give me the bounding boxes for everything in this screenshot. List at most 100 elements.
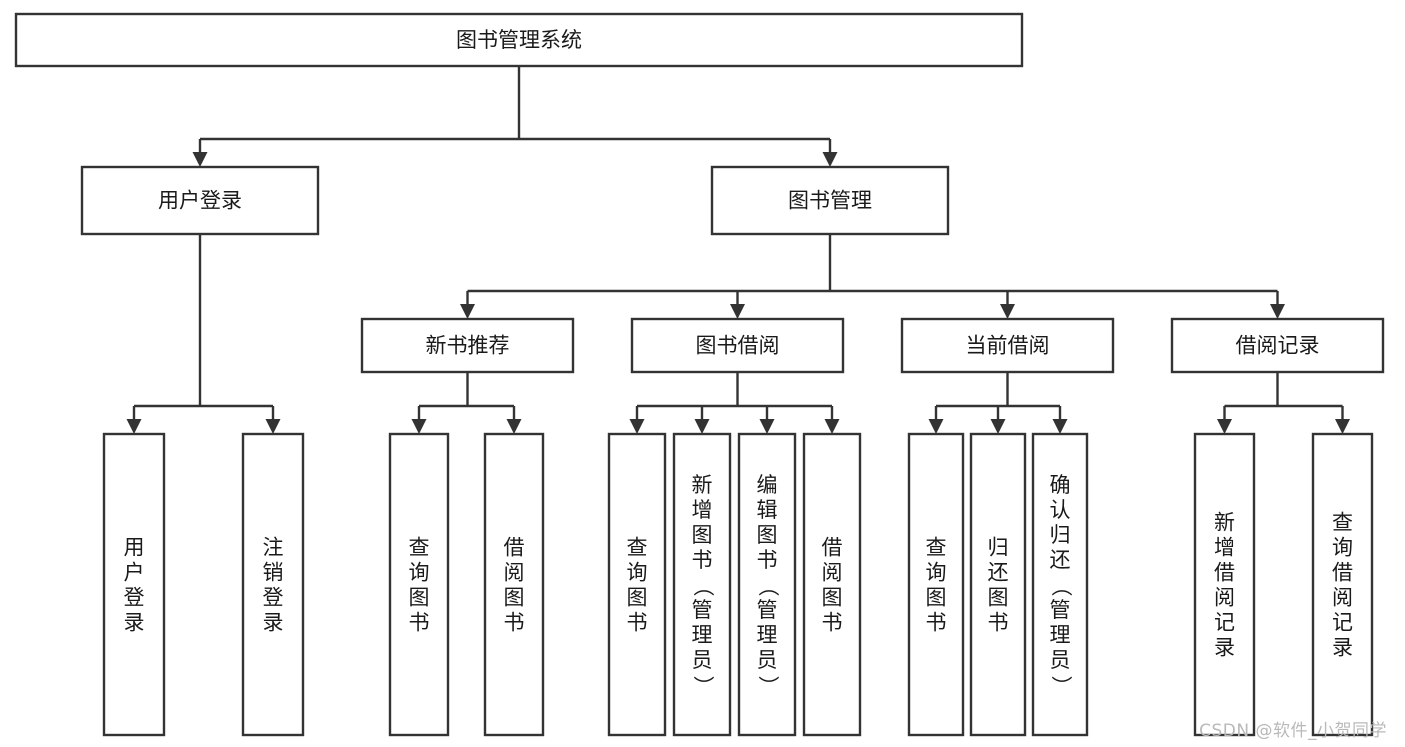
arrow-head-icon bbox=[1217, 419, 1232, 434]
svg-text:阅: 阅 bbox=[1214, 586, 1235, 610]
node-new-book-recommend[interactable]: 新书推荐 bbox=[360, 317, 575, 374]
arrow-head-icon bbox=[822, 152, 838, 167]
svg-text:借: 借 bbox=[504, 536, 525, 560]
svg-text:管: 管 bbox=[1050, 598, 1071, 622]
connectors-layer bbox=[126, 66, 1350, 434]
node-book-manage[interactable]: 图书管理 bbox=[710, 165, 950, 236]
svg-text:记: 记 bbox=[1332, 611, 1353, 635]
svg-text:阅: 阅 bbox=[822, 561, 843, 585]
svg-text:编: 编 bbox=[757, 473, 778, 497]
arrow-head-icon bbox=[126, 419, 142, 434]
svg-text:图: 图 bbox=[627, 586, 648, 610]
arrow-head-icon bbox=[928, 419, 944, 434]
svg-text:图: 图 bbox=[692, 523, 713, 547]
svg-text:询: 询 bbox=[627, 561, 648, 585]
svg-text:书: 书 bbox=[692, 548, 713, 572]
arrow-head-icon bbox=[192, 152, 208, 167]
node-box-borrow-record bbox=[1170, 317, 1385, 374]
node-box-current-borrow bbox=[900, 317, 1115, 374]
svg-text:询: 询 bbox=[926, 561, 947, 585]
arrow-head-icon bbox=[629, 419, 645, 434]
node-box-leaf-cb-return-book bbox=[969, 432, 1027, 737]
svg-text:书: 书 bbox=[504, 611, 525, 635]
arrow-head-icon bbox=[1270, 304, 1285, 319]
svg-text:还: 还 bbox=[988, 561, 1009, 585]
node-box-leaf-rec-borrow-book bbox=[483, 432, 545, 737]
arrow-head-icon bbox=[759, 419, 775, 434]
svg-text:增: 增 bbox=[692, 498, 713, 522]
svg-text:借: 借 bbox=[1214, 561, 1235, 585]
node-box-leaf-cb-query-book bbox=[907, 432, 965, 737]
svg-text:录: 录 bbox=[1332, 636, 1353, 660]
node-current-borrow[interactable]: 当前借阅 bbox=[900, 317, 1115, 374]
svg-text:记: 记 bbox=[1214, 611, 1235, 635]
svg-text:书: 书 bbox=[627, 611, 648, 635]
node-box-user-login bbox=[80, 165, 320, 236]
node-borrow-record[interactable]: 借阅记录 bbox=[1170, 317, 1385, 374]
svg-text:管: 管 bbox=[757, 598, 778, 622]
svg-text:查: 查 bbox=[627, 536, 648, 560]
nodes-layer: 图书管理系统用户登录图书管理新书推荐图书借阅当前借阅借阅记录用户登录注销登录查询… bbox=[14, 12, 1385, 737]
svg-text:（: （ bbox=[756, 576, 780, 597]
svg-text:录: 录 bbox=[263, 611, 284, 635]
node-label-current-borrow: 当前借阅 bbox=[966, 334, 1050, 358]
svg-text:（: （ bbox=[1049, 576, 1073, 597]
node-box-leaf-bw-query-book bbox=[607, 432, 667, 737]
svg-text:录: 录 bbox=[1214, 636, 1235, 660]
node-user-login[interactable]: 用户登录 bbox=[80, 165, 320, 236]
node-box-leaf-br-query-record bbox=[1311, 432, 1374, 737]
node-box-book-manage bbox=[710, 165, 950, 236]
svg-text:登: 登 bbox=[263, 586, 284, 610]
svg-text:确: 确 bbox=[1050, 473, 1071, 497]
svg-text:书: 书 bbox=[757, 548, 778, 572]
svg-text:登: 登 bbox=[124, 586, 145, 610]
node-box-leaf-bw-add-book bbox=[672, 432, 732, 737]
arrow-head-icon bbox=[990, 419, 1006, 434]
node-leaf-user-login[interactable]: 用户登录 bbox=[102, 432, 166, 737]
node-label-book-manage: 图书管理 bbox=[788, 189, 872, 213]
svg-text:借: 借 bbox=[822, 536, 843, 560]
node-label-user-login: 用户登录 bbox=[158, 189, 242, 213]
node-label-book-borrow: 图书借阅 bbox=[696, 334, 780, 358]
connector-group-borrow-record bbox=[1217, 372, 1350, 434]
svg-text:书: 书 bbox=[409, 611, 430, 635]
svg-text:用: 用 bbox=[124, 536, 145, 560]
svg-text:图: 图 bbox=[757, 523, 778, 547]
svg-text:借: 借 bbox=[1332, 561, 1353, 585]
node-book-borrow[interactable]: 图书借阅 bbox=[630, 317, 845, 374]
svg-text:书: 书 bbox=[988, 611, 1009, 635]
svg-text:管: 管 bbox=[692, 598, 713, 622]
svg-text:归: 归 bbox=[988, 536, 1009, 560]
svg-text:图: 图 bbox=[926, 586, 947, 610]
svg-text:）: ） bbox=[756, 676, 780, 697]
svg-text:阅: 阅 bbox=[1332, 586, 1353, 610]
svg-text:询: 询 bbox=[1332, 536, 1353, 560]
svg-text:注: 注 bbox=[263, 536, 284, 560]
svg-text:理: 理 bbox=[692, 623, 713, 647]
svg-text:）: ） bbox=[1049, 676, 1073, 697]
svg-text:增: 增 bbox=[1214, 536, 1235, 560]
node-label-borrow-record: 借阅记录 bbox=[1236, 334, 1320, 358]
node-root[interactable]: 图书管理系统 bbox=[14, 12, 1024, 68]
